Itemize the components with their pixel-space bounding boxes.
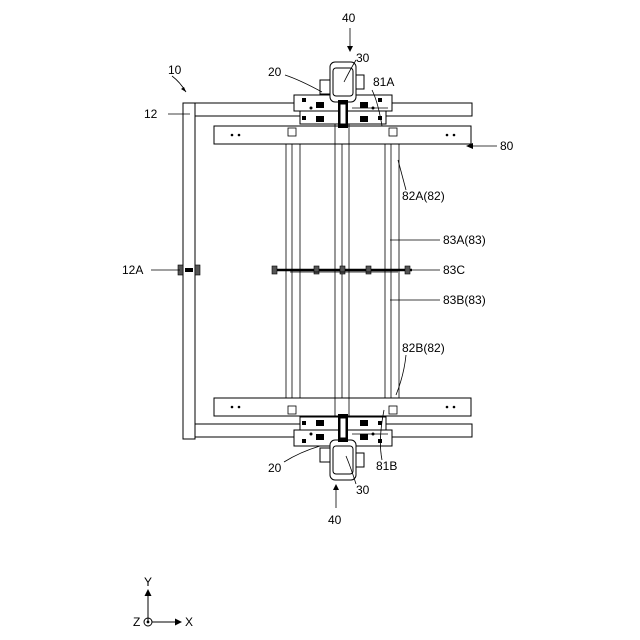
label-20-top: 20: [268, 65, 282, 79]
coordinate-axes: Y X Z: [133, 575, 193, 629]
label-80: 80: [500, 139, 514, 153]
label-12: 12: [144, 107, 158, 121]
label-30-bottom: 30: [356, 483, 370, 497]
label-83A: 83A(83): [443, 233, 486, 247]
label-83B: 83B(83): [443, 293, 486, 307]
drive-assembly-top: [294, 62, 392, 128]
label-82A: 82A(82): [402, 189, 445, 203]
beam-bottom: [214, 398, 471, 416]
label-83C: 83C: [443, 263, 465, 277]
label-81B: 81B: [376, 459, 397, 473]
label-30-top: 30: [356, 51, 370, 65]
label-12A: 12A: [122, 263, 143, 277]
axis-label-z: Z: [133, 615, 140, 629]
label-40-top: 40: [342, 11, 356, 25]
label-81A: 81A: [373, 75, 394, 89]
axis-label-y: Y: [144, 575, 152, 589]
label-82B: 82B(82): [402, 341, 445, 355]
label-10: 10: [168, 63, 182, 77]
axis-label-x: X: [185, 615, 193, 629]
label-20-bottom: 20: [268, 461, 282, 475]
label-40-bottom: 40: [328, 513, 342, 527]
beam-top: [214, 126, 471, 144]
